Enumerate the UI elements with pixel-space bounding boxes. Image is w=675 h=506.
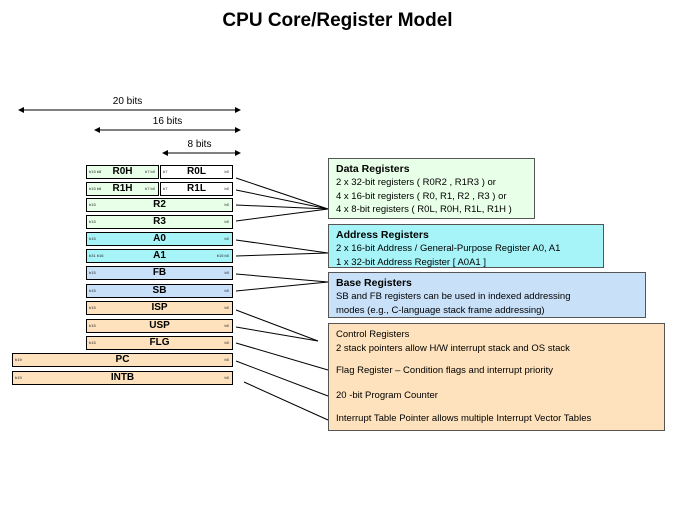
bit-label: b15 — [89, 236, 96, 241]
bit-label: b0 — [224, 202, 229, 207]
connector-isp — [235, 309, 319, 342]
bit-label: b0 — [224, 288, 229, 293]
register-intb: b19 INTB b0 — [12, 371, 233, 385]
register-name: PC — [115, 354, 130, 365]
box-line: 1 x 32-bit Address Register [ A0A1 ] — [336, 256, 486, 268]
register-name: INTB — [110, 372, 135, 383]
bit-label: b15 — [89, 219, 96, 224]
control-registers-box: Control Registers 2 stack pointers allow… — [328, 323, 665, 431]
box-line: 4 x 8-bit registers ( R0L, R0H, R1L, R1H… — [336, 204, 512, 215]
register-name: R2 — [153, 199, 166, 210]
box-heading: Data Registers — [336, 163, 410, 175]
bit-label: b7 b0 — [144, 169, 155, 174]
connector-intb — [243, 381, 329, 421]
connector-r2 — [235, 204, 329, 210]
box-heading: Base Registers — [336, 277, 412, 289]
bit-label: b15 — [89, 270, 96, 275]
register-r0h: b15 b8 R0H b7 b0 — [86, 165, 159, 179]
register-name: A0 — [153, 233, 166, 244]
bit-label: b15 — [89, 323, 96, 328]
bit-label: b0 — [224, 323, 229, 328]
box-line: 20 -bit Program Counter — [336, 390, 438, 401]
register-r1l: b7 R1L b0 — [160, 182, 233, 196]
connector-flg — [235, 342, 329, 371]
bit-label: b15 — [89, 305, 96, 310]
register-name: R0H — [112, 166, 133, 177]
box-line: Interrupt Table Pointer allows multiple … — [336, 413, 592, 424]
register-flg: b15 FLG b0 — [86, 336, 233, 350]
register-usp: b15 USP b0 — [86, 319, 233, 333]
bit-label: b15 b8 — [89, 169, 102, 174]
bit-label: b0 — [224, 375, 229, 380]
register-name: R1H — [112, 183, 133, 194]
box-line: Flag Register – Condition flags and inte… — [336, 365, 554, 376]
connector-r3 — [235, 208, 329, 222]
bit-label: b15 — [89, 340, 96, 345]
register-a0: b15 A0 b0 — [86, 232, 233, 246]
register-a1: b31 b16 A1 b15 b0 — [86, 249, 233, 263]
register-name: R3 — [153, 216, 166, 227]
register-r3: b15 R3 b0 — [86, 215, 233, 229]
dim-16-bits-label: 16 bits — [152, 116, 183, 127]
connector-sb — [235, 281, 329, 292]
register-name: R0L — [187, 166, 206, 177]
box-heading: Control Registers — [336, 329, 410, 340]
bit-label: b15 — [89, 288, 96, 293]
bit-label: b7 b0 — [144, 186, 155, 191]
register-fb: b15 FB b0 — [86, 266, 233, 280]
connector-a0 — [235, 239, 329, 254]
bit-label: b19 — [15, 357, 22, 362]
bit-label: b0 — [224, 340, 229, 345]
bit-label: b0 — [224, 357, 229, 362]
bit-label: b15 b8 — [89, 186, 102, 191]
box-line: SB and FB registers can be used in index… — [336, 291, 571, 302]
register-pc: b19 PC b0 — [12, 353, 233, 367]
register-r0l: b7 R0L b0 — [160, 165, 233, 179]
bit-label: b7 — [163, 186, 168, 191]
dim-20-bits-label: 20 bits — [112, 96, 143, 107]
connector-a1 — [235, 252, 329, 257]
register-name: A1 — [153, 250, 166, 261]
page-title: CPU Core/Register Model — [222, 10, 453, 31]
box-line: modes (e.g., C-language stack frame addr… — [336, 304, 545, 316]
register-isp: b15 ISP b0 — [86, 301, 233, 315]
address-registers-box: Address Registers 2 x 16-bit Address / G… — [328, 224, 604, 268]
bit-label: b0 — [224, 219, 229, 224]
connector-r1 — [235, 189, 329, 210]
box-line: 2 stack pointers allow H/W interrupt sta… — [336, 343, 570, 354]
register-sb: b15 SB b0 — [86, 284, 233, 298]
dim-8-bits-label: 8 bits — [187, 139, 212, 150]
bit-label: b15 — [89, 202, 96, 207]
register-name: USP — [149, 320, 170, 331]
box-line: 4 x 16-bit registers ( R0, R1, R2 , R3 )… — [336, 190, 507, 202]
register-name: FB — [152, 267, 167, 278]
bit-label: b7 — [163, 169, 168, 174]
base-registers-box: Base Registers SB and FB registers can b… — [328, 272, 646, 318]
register-name: R1L — [187, 183, 206, 194]
data-registers-box: Data Registers 2 x 32-bit registers ( R0… — [328, 158, 535, 219]
bit-label: b0 — [224, 169, 229, 174]
bit-label: b15 b0 — [216, 253, 229, 258]
box-heading: Address Registers — [336, 229, 429, 241]
bit-label: b0 — [224, 305, 229, 310]
register-r2: b15 R2 b0 — [86, 198, 233, 212]
register-name: SB — [152, 285, 167, 296]
connector-usp — [235, 326, 319, 342]
bit-label: b31 b16 — [89, 253, 104, 258]
box-line: 2 x 32-bit registers ( R0R2 , R1R3 ) or — [336, 177, 496, 188]
box-line: 2 x 16-bit Address / General-Purpose Reg… — [336, 243, 561, 254]
connector-r0 — [235, 177, 329, 210]
register-name: ISP — [151, 302, 168, 313]
bit-label: b0 — [224, 236, 229, 241]
connector-fb — [235, 273, 329, 283]
bit-label: b0 — [224, 270, 229, 275]
connector-pc — [235, 360, 329, 397]
bit-label: b0 — [224, 186, 229, 191]
register-r1h: b15 b8 R1H b7 b0 — [86, 182, 159, 196]
bit-label: b19 — [15, 375, 22, 380]
register-name: FLG — [149, 337, 170, 348]
